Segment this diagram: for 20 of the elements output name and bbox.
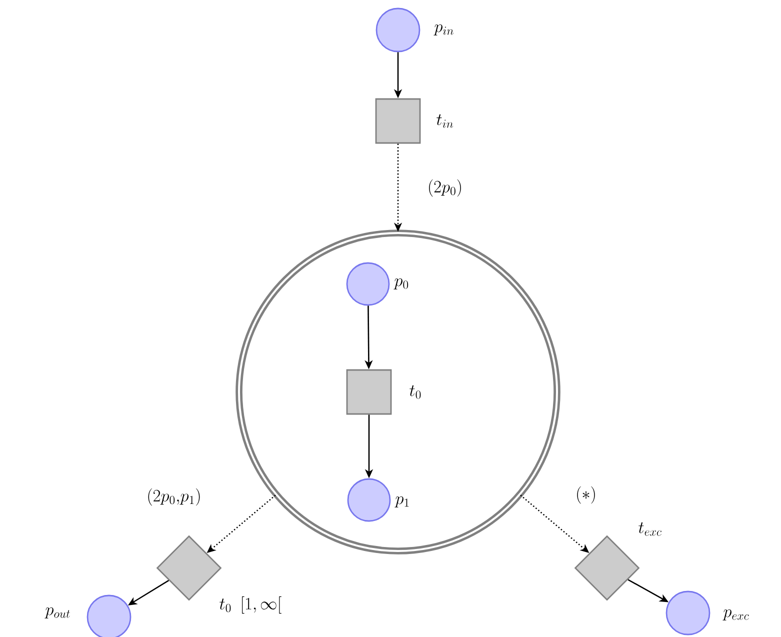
- node-label: $p_{exc}$: [722, 609, 749, 620]
- node-label: $t_0$: [410, 385, 421, 399]
- node-label: $p_{in}$: [434, 24, 454, 36]
- node-label: $p_0$: [394, 278, 408, 290]
- enclosing-circle: [236, 230, 560, 554]
- node-label: $p_{out}$: [44, 607, 70, 618]
- edge-label: $(2p_0{,}p_1)$: [146, 487, 202, 507]
- place-circle: [347, 478, 391, 522]
- place-circle: [346, 262, 390, 306]
- node-label: $p_1$: [394, 496, 409, 508]
- node-label: $t_{exc}$: [638, 522, 662, 536]
- edge-label: $(*)$: [574, 485, 598, 505]
- transition-box: [346, 369, 392, 415]
- transition-box: [375, 98, 421, 144]
- place-circle: [86, 594, 132, 637]
- place-circle: [376, 8, 420, 52]
- place-circle: [666, 590, 710, 636]
- edge-label: $(2p_0)$: [426, 178, 464, 198]
- node-label: $t_0\ \ [1,\infty[$: [220, 596, 282, 614]
- node-label: $t_{in}$: [436, 114, 453, 128]
